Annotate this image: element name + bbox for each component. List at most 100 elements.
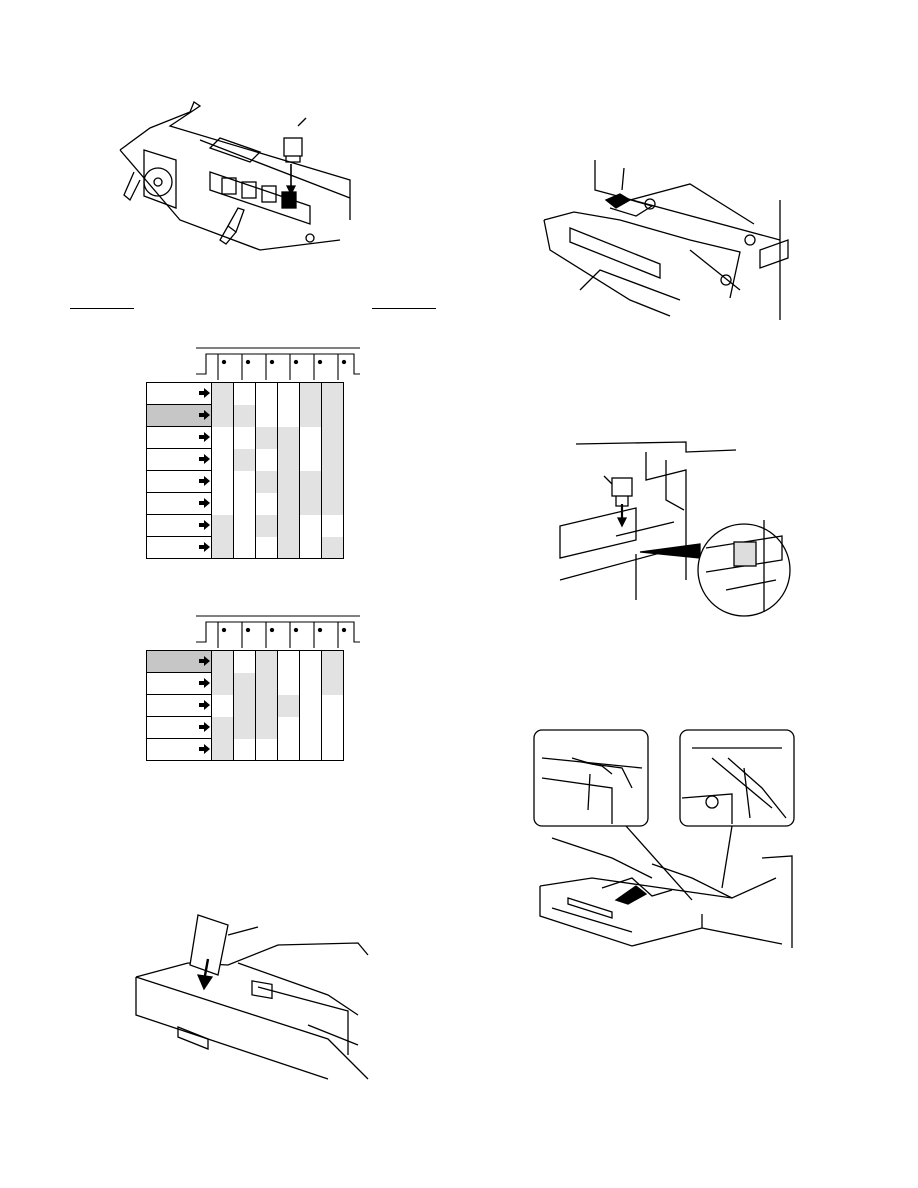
switch-cell — [211, 536, 234, 559]
table-row — [146, 382, 344, 405]
switch-cell — [255, 404, 278, 427]
switch-cell — [277, 426, 300, 449]
switch-cell — [277, 716, 300, 739]
row-label-arrow — [146, 738, 212, 761]
switch-cell — [321, 650, 344, 673]
switch-cell — [233, 448, 256, 471]
table-row — [146, 514, 344, 537]
switch-cell — [299, 382, 322, 405]
switch-cell — [255, 514, 278, 537]
switch-cell — [321, 404, 344, 427]
switch-cell — [321, 448, 344, 471]
switch-cell — [255, 492, 278, 515]
switch-cell — [299, 694, 322, 717]
switch-cell — [277, 672, 300, 695]
switch-cell — [255, 672, 278, 695]
caption-rule-right — [372, 308, 436, 309]
table-row — [146, 694, 344, 717]
switch-cell — [233, 470, 256, 493]
switch-cell — [211, 492, 234, 515]
switch-cell — [321, 426, 344, 449]
switch-cell — [233, 404, 256, 427]
table-row — [146, 404, 344, 427]
switch-cell — [233, 536, 256, 559]
row-label-arrow — [146, 650, 212, 673]
table-row — [146, 650, 344, 673]
table-row — [146, 716, 344, 739]
caption-rule-left — [70, 308, 134, 309]
switch-cell — [299, 470, 322, 493]
figure-cover-assembly — [540, 160, 790, 320]
table-row — [146, 426, 344, 449]
switch-header-a — [196, 344, 366, 384]
switch-cell — [211, 448, 234, 471]
switch-cell — [277, 650, 300, 673]
switch-cell — [211, 716, 234, 739]
switch-cell — [321, 470, 344, 493]
switch-cell — [321, 716, 344, 739]
switch-cell — [299, 404, 322, 427]
switch-cell — [299, 492, 322, 515]
switch-cell — [233, 672, 256, 695]
row-label-arrow — [146, 426, 212, 449]
switch-cell — [277, 470, 300, 493]
switch-cell — [277, 536, 300, 559]
switch-cell — [211, 404, 234, 427]
switch-cell — [277, 738, 300, 761]
switch-cell — [321, 514, 344, 537]
switch-cell — [277, 514, 300, 537]
switch-cell — [211, 738, 234, 761]
switch-cell — [255, 694, 278, 717]
row-label-arrow — [146, 382, 212, 405]
switch-cell — [255, 536, 278, 559]
table-row — [146, 738, 344, 761]
switch-cell — [277, 448, 300, 471]
row-label-arrow — [146, 672, 212, 695]
switch-cell — [299, 536, 322, 559]
switch-cell — [255, 448, 278, 471]
row-label-arrow — [146, 492, 212, 515]
switch-cell — [233, 694, 256, 717]
switch-cell — [211, 382, 234, 405]
switch-cell — [299, 650, 322, 673]
switch-cell — [233, 716, 256, 739]
dip-switch-table-a — [146, 382, 344, 559]
row-label-arrow — [146, 536, 212, 559]
switch-cell — [255, 470, 278, 493]
figure-tray-label-insert — [128, 914, 373, 1083]
switch-cell — [233, 426, 256, 449]
switch-cell — [277, 404, 300, 427]
dip-switch-table-b — [146, 650, 344, 761]
table-row — [146, 672, 344, 695]
switch-cell — [255, 382, 278, 405]
figure-switch-mechanism — [110, 100, 360, 260]
switch-cell — [255, 738, 278, 761]
figure-actuator-detail — [556, 440, 796, 620]
switch-cell — [211, 694, 234, 717]
row-label-arrow — [146, 470, 212, 493]
switch-cell — [233, 514, 256, 537]
switch-cell — [299, 514, 322, 537]
switch-cell — [299, 426, 322, 449]
switch-cell — [321, 536, 344, 559]
switch-cell — [277, 694, 300, 717]
table-row — [146, 470, 344, 493]
switch-cell — [321, 738, 344, 761]
switch-cell — [233, 382, 256, 405]
switch-cell — [255, 650, 278, 673]
switch-cell — [211, 650, 234, 673]
switch-cell — [211, 672, 234, 695]
table-row — [146, 536, 344, 559]
switch-cell — [299, 672, 322, 695]
figure-tray-inset-details — [532, 728, 802, 958]
row-label-arrow — [146, 514, 212, 537]
switch-cell — [321, 492, 344, 515]
switch-cell — [211, 426, 234, 449]
row-label-arrow — [146, 448, 212, 471]
switch-cell — [299, 738, 322, 761]
switch-cell — [321, 672, 344, 695]
switch-cell — [211, 514, 234, 537]
switch-cell — [255, 716, 278, 739]
switch-cell — [277, 492, 300, 515]
switch-cell — [299, 448, 322, 471]
